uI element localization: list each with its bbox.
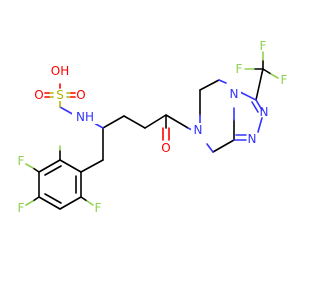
bond bbox=[165, 114, 189, 129]
bond bbox=[206, 143, 214, 153]
bond bbox=[32, 196, 40, 202]
atom-label-f-cf3-right: F bbox=[281, 73, 288, 87]
bond bbox=[80, 159, 104, 173]
atom-label-o-ketone: O bbox=[161, 141, 170, 155]
bond bbox=[59, 196, 82, 210]
atom-label-f-aryl-upper: F bbox=[18, 154, 25, 168]
atom-label-n-bridge: N bbox=[230, 87, 239, 101]
bond bbox=[44, 193, 62, 204]
bond bbox=[262, 68, 272, 75]
atom-label-oh: OH bbox=[51, 64, 69, 78]
atom-label-f-aryl-middle: F bbox=[18, 201, 25, 215]
bond bbox=[257, 117, 263, 133]
atom-label-f-cf3-left: F bbox=[236, 62, 243, 76]
fluorine-bonds bbox=[25, 51, 279, 206]
bond bbox=[255, 72, 263, 101]
bond bbox=[251, 101, 259, 113]
bond bbox=[144, 114, 167, 129]
atom-label-o-right: O bbox=[76, 88, 85, 102]
bond bbox=[44, 165, 62, 176]
bond bbox=[32, 167, 40, 173]
bond bbox=[123, 115, 146, 129]
carbon-bonds bbox=[38, 68, 264, 210]
bond bbox=[212, 139, 235, 153]
bond bbox=[86, 200, 94, 206]
atom-label-f-cf3-top: F bbox=[260, 39, 267, 53]
bond bbox=[270, 73, 279, 79]
bond bbox=[102, 115, 125, 129]
bond bbox=[38, 159, 61, 173]
heteroatom-bonds bbox=[44, 83, 170, 141]
atom-label-n-upper: N bbox=[260, 105, 269, 119]
atom-label-n-lower: N bbox=[248, 132, 257, 146]
molecule-structure: OH S O O NH O N N N N F F F F F F bbox=[18, 39, 288, 215]
bond bbox=[38, 196, 61, 210]
structure-canvas: OH S O O NH O N N N N F F F F F F bbox=[18, 39, 288, 215]
bond bbox=[199, 79, 220, 91]
atom-label-o-left: O bbox=[34, 88, 43, 102]
bond bbox=[25, 200, 34, 206]
atom-label-nh: NH bbox=[76, 110, 94, 124]
bond bbox=[239, 91, 257, 101]
bond bbox=[80, 196, 88, 202]
atom-label-f-aryl-right: F bbox=[95, 201, 102, 215]
bond bbox=[59, 159, 82, 173]
atom-label-n-amide: N bbox=[194, 123, 203, 137]
bond bbox=[25, 163, 34, 169]
bond bbox=[255, 99, 263, 111]
atom-label-s: S bbox=[56, 88, 64, 102]
bond bbox=[218, 79, 227, 84]
atom-labels: OH S O O NH O N N N N F F F F F F bbox=[18, 39, 288, 215]
